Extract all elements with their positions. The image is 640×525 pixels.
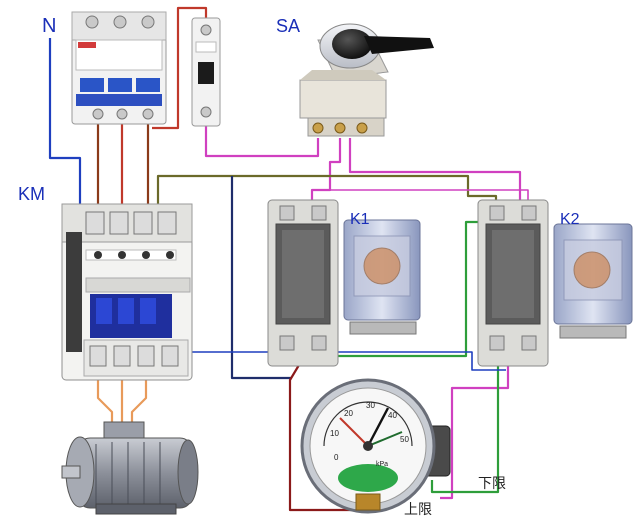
control-feed-wire: [152, 6, 208, 130]
gauge-tick-10: 10: [330, 429, 339, 438]
gauge-green-wire: [430, 362, 500, 494]
gauge-tick-50: 50: [400, 435, 409, 444]
motor-wire-1: [96, 378, 114, 424]
sa-k2-wire: [348, 138, 522, 212]
relay-k1: [343, 219, 421, 335]
relay-k2-socket: [477, 199, 549, 367]
motor: [61, 421, 199, 515]
label-n: N: [42, 15, 56, 37]
gauge-scale: 0 10 20 30 40 50 kPa: [330, 401, 409, 468]
sa-feed-wire: [204, 122, 320, 158]
contactor-km: [61, 203, 193, 381]
motor-wire-3: [130, 378, 148, 424]
label-lower-limit: 下限: [478, 475, 506, 491]
coil-branch-wire: [230, 176, 292, 380]
label-sa: SA: [276, 16, 300, 36]
gauge-tick-30: 30: [366, 401, 375, 410]
label-k1: K1: [350, 211, 370, 228]
gauge-tick-40: 40: [388, 411, 397, 420]
gauge-tick-20: 20: [344, 409, 353, 418]
label-km: KM: [18, 184, 45, 204]
pressure-gauge: [300, 378, 451, 514]
label-k2: K2: [560, 211, 580, 228]
limit-labels: 下限 上限: [404, 475, 506, 517]
gauge-tick-0: 0: [334, 453, 339, 462]
relay-k2: [553, 223, 633, 339]
gauge-high-wire: [440, 362, 510, 500]
gauge-unit: kPa: [376, 461, 388, 468]
coil-wire: [156, 174, 498, 212]
selector-switch-sa: [299, 23, 434, 137]
label-upper-limit: 上限: [404, 501, 432, 517]
relay-k1-socket: [267, 199, 339, 367]
control-breaker: [191, 17, 221, 127]
main-breaker: [71, 11, 167, 125]
component-labels: N SA KM K1 K2: [18, 15, 580, 228]
